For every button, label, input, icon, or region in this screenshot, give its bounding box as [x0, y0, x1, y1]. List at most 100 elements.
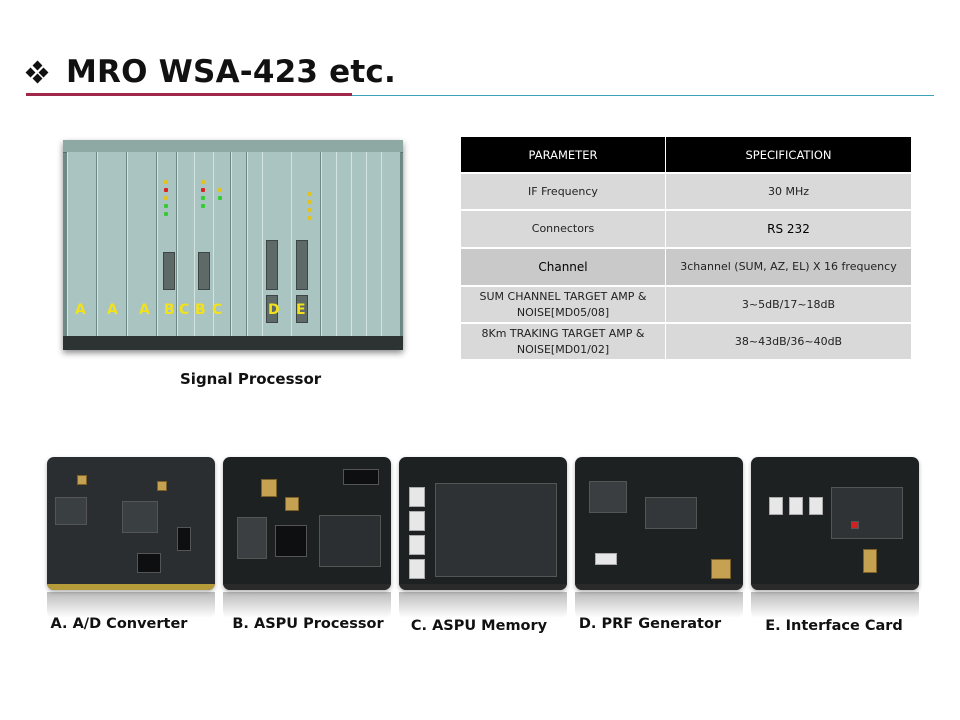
title-underline [352, 95, 934, 96]
board-reflection [223, 592, 391, 618]
status-led-icon [201, 180, 205, 184]
board-caption: C. ASPU Memory [410, 618, 548, 634]
chip-icon [285, 497, 299, 511]
chip-icon [409, 559, 425, 579]
rack-slot [351, 152, 367, 336]
spec-cell: 3channel (SUM, AZ, EL) X 16 frequency [665, 247, 912, 286]
diamond-bullet-icon [25, 60, 49, 84]
rack-slot [97, 152, 127, 336]
board-reflection [575, 592, 743, 618]
board-photo-ad-converter [47, 457, 215, 590]
status-led-icon [164, 204, 168, 208]
chip-icon [237, 517, 267, 559]
slide-title: MRO WSA-423 etc. [66, 54, 396, 90]
parameter-cell: Connectors [461, 209, 666, 248]
d-sub-connector-icon [163, 252, 175, 290]
chip-icon [851, 521, 859, 529]
d-sub-connector-icon [198, 252, 210, 290]
chip-icon [261, 479, 277, 497]
chip-icon [711, 559, 731, 579]
chip-icon [863, 549, 877, 573]
chip-icon [589, 481, 627, 513]
table-row: SUM CHANNEL TARGET AMP & NOISE[MD05/08] … [461, 285, 912, 323]
d-sub-connector-icon [266, 295, 278, 323]
table-row: 8Km TRAKING TARGET AMP & NOISE[MD01/02] … [461, 322, 912, 359]
board-edge [223, 584, 391, 590]
board-caption: E. Interface Card [765, 618, 903, 634]
status-led-icon [307, 216, 311, 220]
rack-slot [127, 152, 157, 336]
parameter-cell: Channel [461, 247, 666, 286]
status-led-icon [218, 188, 222, 192]
spec-table: PARAMETER SPECIFICATION IF Frequency 30 … [461, 137, 912, 359]
status-led-icon [307, 192, 311, 196]
status-led-icon [218, 196, 222, 200]
chip-icon [409, 487, 425, 507]
title-underline-accent [26, 93, 352, 96]
board-photo-aspu-processor [223, 457, 391, 590]
board-caption: A. A/D Converter [50, 616, 188, 632]
rack-slot [67, 152, 97, 336]
status-led-icon [164, 188, 168, 192]
board-reflection [399, 592, 567, 618]
chip-icon [409, 511, 425, 531]
chip-icon [137, 553, 161, 573]
chip-icon [409, 535, 425, 555]
table-row: Channel 3channel (SUM, AZ, EL) X 16 freq… [461, 247, 912, 286]
table-header-row: PARAMETER SPECIFICATION [461, 137, 912, 173]
spec-cell: 38~43dB/36~40dB [665, 322, 912, 359]
rack-slot [321, 152, 337, 336]
connector-icon [157, 481, 167, 491]
board-photo-prf-generator [575, 457, 743, 590]
spec-cell: RS 232 [665, 209, 912, 248]
table-row: IF Frequency 30 MHz [461, 172, 912, 210]
memory-array-icon [435, 483, 557, 577]
chip-array-icon [319, 515, 381, 567]
board-edge [399, 584, 567, 590]
d-sub-connector-icon [296, 240, 308, 290]
board-reflection [751, 592, 919, 618]
board-reflection [47, 592, 215, 618]
rack-slot [247, 152, 263, 336]
spec-cell: 30 MHz [665, 172, 912, 210]
slide-header: MRO WSA-423 etc. [25, 52, 396, 92]
rack-slot-label: E [296, 302, 306, 318]
status-led-icon [307, 200, 311, 204]
rack-slot-label: B [195, 302, 206, 318]
chip-array-icon [831, 487, 903, 539]
rack-bottom-rail [63, 336, 403, 350]
board-edge [575, 584, 743, 590]
chip-icon [595, 553, 617, 565]
rack-slot-label: C [212, 302, 223, 318]
chip-icon [769, 497, 783, 515]
column-header: SPECIFICATION [665, 137, 912, 173]
d-sub-connector-icon [266, 240, 278, 290]
rack-slot [213, 152, 231, 336]
rack-slot [381, 152, 401, 336]
parameter-cell: SUM CHANNEL TARGET AMP & NOISE[MD05/08] [461, 285, 666, 323]
chip-icon [789, 497, 803, 515]
parameter-cell: IF Frequency [461, 172, 666, 210]
status-led-icon [307, 208, 311, 212]
rack-slot [336, 152, 352, 336]
status-led-icon [164, 196, 168, 200]
status-led-icon [164, 180, 168, 184]
chip-icon [177, 527, 191, 551]
board-caption: B. ASPU Processor [232, 616, 384, 632]
chip-icon [809, 497, 823, 515]
spec-cell: 3~5dB/17~18dB [665, 285, 912, 323]
chip-icon [343, 469, 379, 485]
connector-icon [77, 475, 87, 485]
rack-slot [231, 152, 247, 336]
rack-caption: Signal Processor [180, 370, 322, 388]
rack-slot [157, 152, 177, 336]
heatsink-icon [122, 501, 158, 533]
board-edge [47, 584, 215, 590]
parameter-cell: 8Km TRAKING TARGET AMP & NOISE[MD01/02] [461, 322, 666, 359]
rack-slot-label: C [179, 302, 190, 318]
signal-processor-rack-image: A A A B C B C D E [63, 140, 403, 350]
rack-slot-label: A [107, 302, 118, 318]
board-photo-aspu-memory [399, 457, 567, 590]
status-led-icon [201, 204, 205, 208]
status-led-icon [201, 196, 205, 200]
